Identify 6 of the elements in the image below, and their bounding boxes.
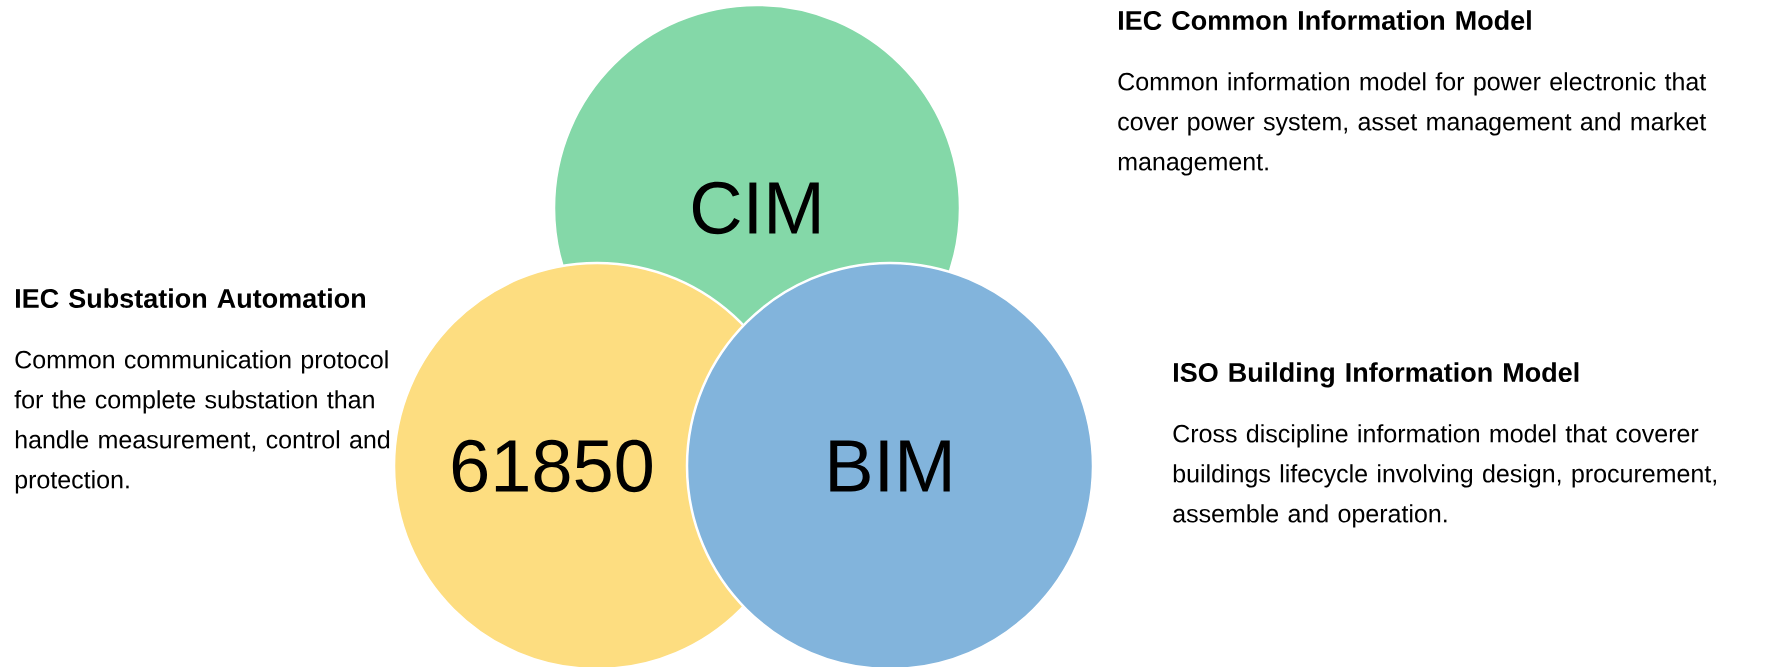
description-text: Common information model for power electronic that cover power system, asset management and market management. [1118,72,1707,176]
heading: IEC Common Information Model [1119,10,1531,30]
heading: ISO Building Information Model [1174,362,1579,388]
heading: IEC Substation Automation [16,288,365,309]
description-text: Common communication protocol for the complete substation than handle measurement, control and protection. [14,350,390,494]
description-text: Cross discipline information model that coverer buildings lifecycle involving design, procurement, assemble and operation. [1173,424,1716,528]
